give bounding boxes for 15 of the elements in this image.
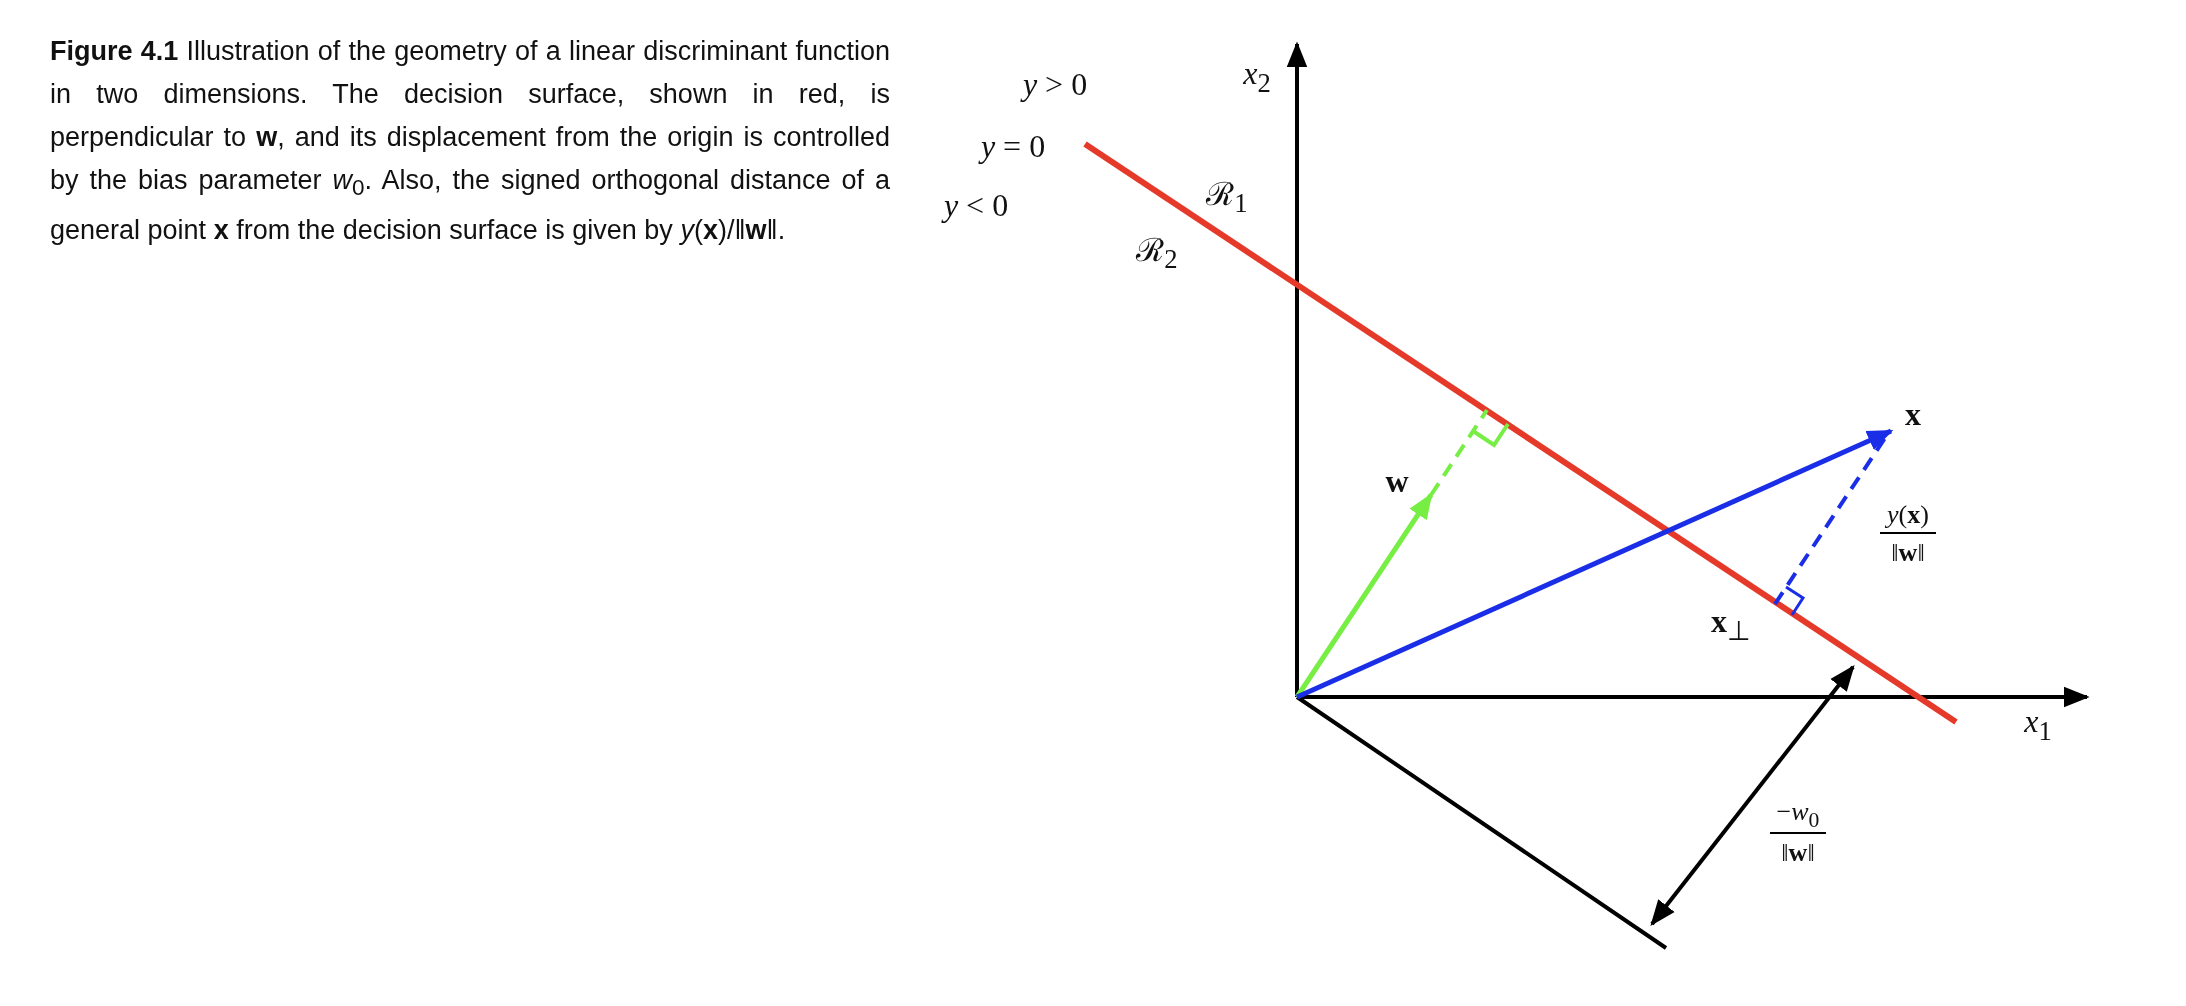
region-label: y > 0 — [1022, 65, 1088, 103]
fraction-denominator: ‖w‖ — [1891, 538, 1925, 568]
fraction-denominator: ‖w‖ — [1781, 838, 1815, 868]
region-label: ℛ$_{1}$ — [1206, 174, 1248, 220]
axis-label: x$_{1}$ — [2024, 703, 2052, 747]
vector-label: x — [1905, 395, 1921, 433]
vector-label: w — [1385, 462, 1409, 500]
fraction-numerator: −w$_{0}$ — [1776, 797, 1820, 833]
region-label: ℛ$_{2}$ — [1136, 230, 1178, 276]
boundary-label: y = 0 — [980, 127, 1046, 165]
axis-label: x$_{2}$ — [1243, 55, 1271, 99]
fraction-numerator: y(x) — [1887, 500, 1929, 530]
point-label: x$_{⊥}$ — [1711, 603, 1751, 647]
region-label: y < 0 — [943, 186, 1009, 224]
figure-caption: Figure 4.1 Illustration of the geometry of a linear discriminant function in two dimensions. The decision surface, shown in red, is perpendicular to w, and its displacement from the origin is controlled by the bias parameter w$_{0}$. Also, the signed orthogonal distance of a general point x from the decision surface is given by y(x)/‖w‖. — [50, 35, 890, 248]
